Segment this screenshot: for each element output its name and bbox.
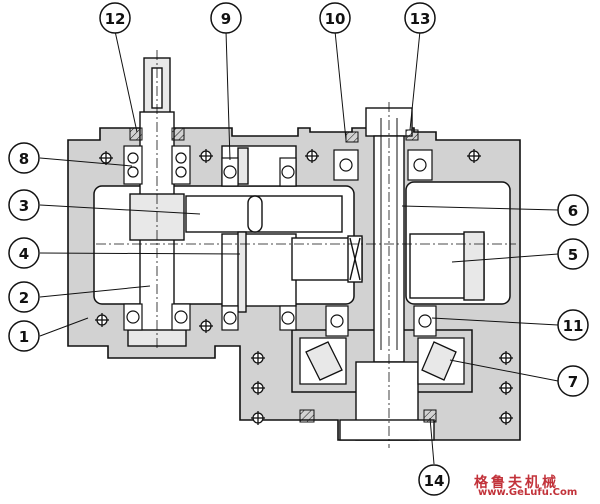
callout-14: 14 <box>418 464 450 496</box>
callout-10: 10 <box>319 2 351 34</box>
callout-12: 12 <box>99 2 131 34</box>
svg-text:1: 1 <box>19 328 29 346</box>
watermark-url: www.GeLufu.Com <box>478 487 578 498</box>
bolt-holes <box>95 149 513 425</box>
svg-text:4: 4 <box>19 245 29 263</box>
callout-13: 13 <box>404 2 436 34</box>
svg-text:6: 6 <box>568 202 578 220</box>
bearings <box>123 145 437 337</box>
svg-text:14: 14 <box>424 472 445 490</box>
output-shaft <box>339 107 435 441</box>
svg-text:10: 10 <box>325 10 346 28</box>
svg-text:3: 3 <box>19 197 29 215</box>
svg-text:12: 12 <box>105 10 126 28</box>
output-gear <box>409 231 485 301</box>
callout-7: 7 <box>557 365 589 397</box>
center-lines <box>96 50 516 448</box>
svg-text:11: 11 <box>563 317 584 335</box>
svg-text:8: 8 <box>19 150 29 168</box>
oil-seals <box>129 127 437 423</box>
callout-11: 11 <box>557 309 589 341</box>
watermark-name: 格鲁夫机械 <box>474 475 559 491</box>
callout-6: 6 <box>557 194 589 226</box>
svg-text:7: 7 <box>568 373 578 391</box>
callout-2: 2 <box>8 281 40 313</box>
leader-lines <box>39 30 559 465</box>
intermediate-shaft <box>185 145 363 313</box>
svg-text:9: 9 <box>221 10 231 28</box>
callout-3: 3 <box>8 189 40 221</box>
callout-1: 1 <box>8 320 40 352</box>
svg-text:2: 2 <box>19 289 29 307</box>
svg-text:5: 5 <box>568 246 578 264</box>
callout-9: 9 <box>210 2 242 34</box>
svg-text:13: 13 <box>410 10 431 28</box>
callout-5: 5 <box>557 238 589 270</box>
tapered-bearings <box>299 337 465 385</box>
callout-8: 8 <box>8 142 40 174</box>
callout-4: 4 <box>8 237 40 269</box>
